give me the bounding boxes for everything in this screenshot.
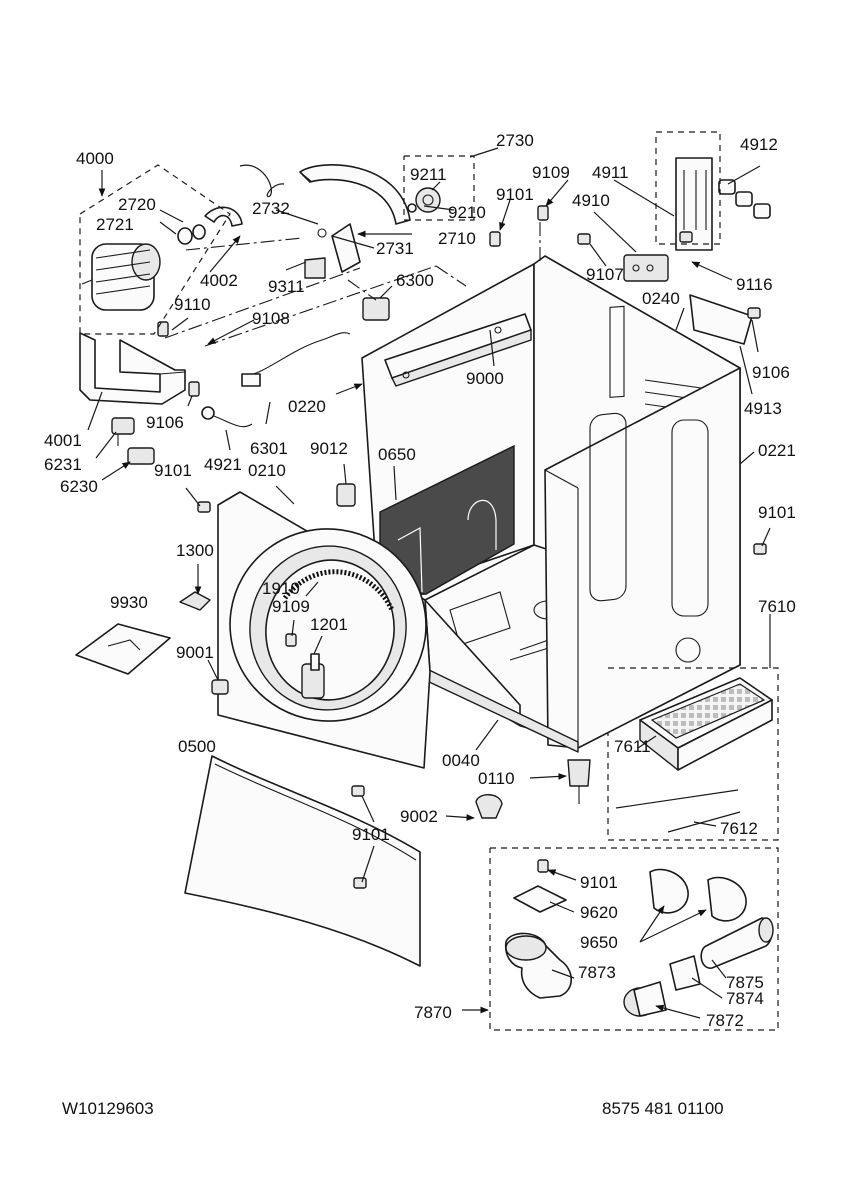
callout-4911: 4911 bbox=[592, 163, 629, 182]
callout-4000: 4000 bbox=[76, 149, 114, 168]
callout-6300: 6300 bbox=[396, 271, 434, 290]
callout-2732: 2732 bbox=[252, 199, 290, 218]
callout-4912: 4912 bbox=[740, 135, 778, 154]
callout-9101-exhaust: 9101 bbox=[580, 873, 618, 892]
document-number: W10129603 bbox=[62, 1099, 154, 1118]
callout-9101-side: 9101 bbox=[758, 503, 796, 522]
callout-6301: 6301 bbox=[250, 439, 288, 458]
callout-7611: 7611 bbox=[614, 737, 651, 756]
callout-9107: 9107 bbox=[586, 265, 624, 284]
callout-9620: 9620 bbox=[580, 903, 618, 922]
callout-1201: 1201 bbox=[310, 615, 348, 634]
callout-6231: 6231 bbox=[44, 455, 82, 474]
grille-kit bbox=[615, 677, 773, 833]
callout-7873: 7873 bbox=[578, 963, 616, 982]
exhaust-kit bbox=[504, 868, 774, 1017]
callout-2720: 2720 bbox=[118, 195, 156, 214]
callout-9012: 9012 bbox=[310, 439, 348, 458]
callout-4002: 4002 bbox=[200, 271, 238, 290]
screws-and-fasteners bbox=[157, 205, 767, 889]
callout-9110: 9110 bbox=[174, 295, 211, 314]
callout-4921: 4921 bbox=[204, 455, 242, 474]
callout-1910: 1910 bbox=[262, 579, 300, 598]
callout-9930: 9930 bbox=[110, 593, 148, 612]
callout-4001: 4001 bbox=[44, 431, 82, 450]
callout-0650: 0650 bbox=[378, 445, 416, 464]
door-stop-pad bbox=[75, 623, 171, 675]
callout-9311: 9311 bbox=[268, 277, 305, 296]
callout-9101-front: 9101 bbox=[154, 461, 192, 480]
callout-labels: 2730 4000 9211 9109 4911 4912 2720 2721 … bbox=[44, 131, 796, 1030]
callout-4913: 4913 bbox=[744, 399, 782, 418]
callout-7610: 7610 bbox=[758, 597, 796, 616]
front-panel bbox=[217, 491, 431, 769]
callout-9101-toe: 9101 bbox=[352, 825, 390, 844]
callout-0110: 0110 bbox=[478, 769, 515, 788]
callout-0221: 0221 bbox=[758, 441, 796, 460]
callout-9116: 9116 bbox=[736, 275, 773, 294]
terminal-block-kit bbox=[623, 157, 771, 345]
callout-9108: 9108 bbox=[252, 309, 290, 328]
callout-0040: 0040 bbox=[442, 751, 480, 770]
callout-9106-motor: 9106 bbox=[146, 413, 184, 432]
drive-motor bbox=[79, 206, 243, 465]
callout-6230: 6230 bbox=[60, 477, 98, 496]
callout-0210: 0210 bbox=[248, 461, 286, 480]
callout-0220: 0220 bbox=[288, 397, 326, 416]
cabinet bbox=[361, 255, 741, 753]
callout-2721: 2721 bbox=[96, 215, 134, 234]
callout-0500: 0500 bbox=[178, 737, 216, 756]
callout-2730: 2730 bbox=[496, 131, 534, 150]
toe-panel bbox=[184, 755, 421, 967]
callout-7612: 7612 bbox=[720, 819, 758, 838]
callout-9001: 9001 bbox=[176, 643, 214, 662]
part-list-number: 8575 481 01100 bbox=[602, 1099, 724, 1118]
leader-lines bbox=[87, 147, 771, 1019]
callout-7875: 7875 bbox=[726, 973, 764, 992]
callout-9109-door: 9109 bbox=[272, 597, 310, 616]
callout-7872: 7872 bbox=[706, 1011, 744, 1030]
callout-2710: 2710 bbox=[438, 229, 476, 248]
callout-9210: 9210 bbox=[448, 203, 486, 222]
callout-9002: 9002 bbox=[400, 807, 438, 826]
callout-9109: 9109 bbox=[532, 163, 570, 182]
callout-4910: 4910 bbox=[572, 191, 610, 210]
belt-and-pulleys bbox=[201, 164, 441, 507]
callout-9211: 9211 bbox=[410, 165, 447, 184]
callout-1300: 1300 bbox=[176, 541, 214, 560]
callout-2731: 2731 bbox=[376, 239, 414, 258]
callout-7874: 7874 bbox=[726, 989, 764, 1008]
callout-9000: 9000 bbox=[466, 369, 504, 388]
callout-9101: 9101 bbox=[496, 185, 534, 204]
callout-0240: 0240 bbox=[642, 289, 680, 308]
callout-9650: 9650 bbox=[580, 933, 618, 952]
callout-7870: 7870 bbox=[414, 1003, 452, 1022]
callout-9106: 9106 bbox=[752, 363, 790, 382]
group-outlines bbox=[79, 131, 779, 1031]
